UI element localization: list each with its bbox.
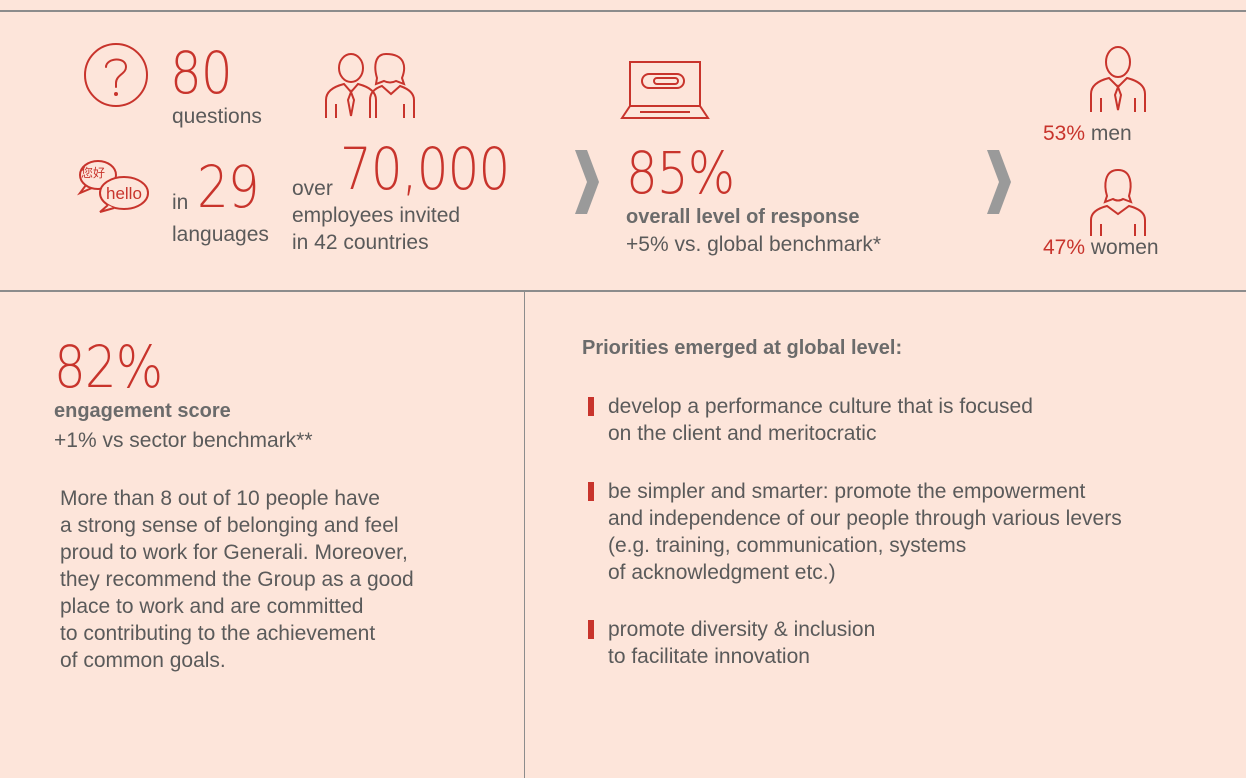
response-value: 85%	[626, 139, 735, 207]
questions-value: 80	[170, 39, 233, 107]
engagement-paragraph: More than 8 out of 10 people have a stro…	[60, 485, 414, 674]
top-divider	[0, 10, 1246, 12]
priority-line: (e.g. training, communication, systems	[608, 534, 967, 557]
engagement-value: 82%	[54, 333, 163, 401]
paragraph-line: they recommend the Group as a good	[60, 568, 414, 591]
chevron-right-icon	[575, 150, 599, 214]
middle-divider	[0, 290, 1246, 292]
bubble-text-hello: hello	[106, 184, 142, 203]
employees-line2: in 42 countries	[292, 231, 429, 254]
women-pct: 47%	[1043, 236, 1086, 259]
men-stat: 53% men	[1043, 120, 1132, 147]
women-label: women	[1090, 236, 1159, 259]
priority-line: to facilitate innovation	[608, 645, 810, 668]
men-pct: 53%	[1043, 122, 1086, 145]
response-sub: +5% vs. global benchmark*	[626, 233, 882, 256]
bullet-marker	[588, 482, 594, 501]
paragraph-line: proud to work for Generali. Moreover,	[60, 541, 408, 564]
paragraph-line: to contributing to the achievement	[60, 622, 376, 645]
employees-line1: employees invited	[292, 204, 461, 227]
employees-value: 70,000	[340, 135, 510, 203]
languages-value: 29	[197, 153, 260, 221]
priority-line: promote diversity & inclusion	[608, 618, 876, 641]
engagement-sub: +1% vs sector benchmark**	[54, 429, 313, 452]
paragraph-line: place to work and are committed	[60, 595, 364, 618]
languages-label: languages	[172, 223, 269, 246]
men-label: men	[1090, 122, 1132, 145]
priority-line: be simpler and smarter: promote the empo…	[608, 480, 1086, 503]
employees-prefix: over	[292, 177, 333, 200]
questions-label: questions	[172, 105, 262, 128]
question-mark-icon	[84, 43, 148, 107]
bubble-text-chinese: 您好	[81, 166, 106, 180]
vertical-divider	[524, 291, 525, 778]
bullet-marker	[588, 620, 594, 639]
bullet-marker	[588, 397, 594, 416]
chevron-right-icon-2	[987, 150, 1011, 214]
response-label: overall level of response	[626, 206, 860, 228]
paragraph-line: More than 8 out of 10 people have	[60, 487, 380, 510]
paragraph-line: of common goals.	[60, 649, 226, 672]
engagement-label: engagement score	[54, 400, 231, 422]
man-icon	[1090, 46, 1146, 112]
priority-line: and independence of our people through v…	[608, 507, 1122, 530]
languages-prefix: in	[172, 191, 189, 214]
laptop-icon	[620, 61, 710, 119]
priority-item: promote diversity & inclusion to facilit…	[588, 616, 875, 670]
priority-line: of acknowledgment etc.)	[608, 561, 836, 584]
speech-bubble-icon	[77, 160, 149, 213]
paragraph-line: a strong sense of belonging and feel	[60, 514, 399, 537]
priority-line: develop a performance culture that is fo…	[608, 395, 1033, 418]
priority-item: develop a performance culture that is fo…	[588, 393, 1033, 447]
woman-icon	[1090, 168, 1146, 236]
priority-item: be simpler and smarter: promote the empo…	[588, 478, 1122, 586]
people-group-icon	[325, 52, 415, 118]
priority-line: on the client and meritocratic	[608, 422, 877, 445]
women-stat: 47% women	[1043, 234, 1159, 261]
priorities-title: Priorities emerged at global level:	[582, 337, 903, 359]
